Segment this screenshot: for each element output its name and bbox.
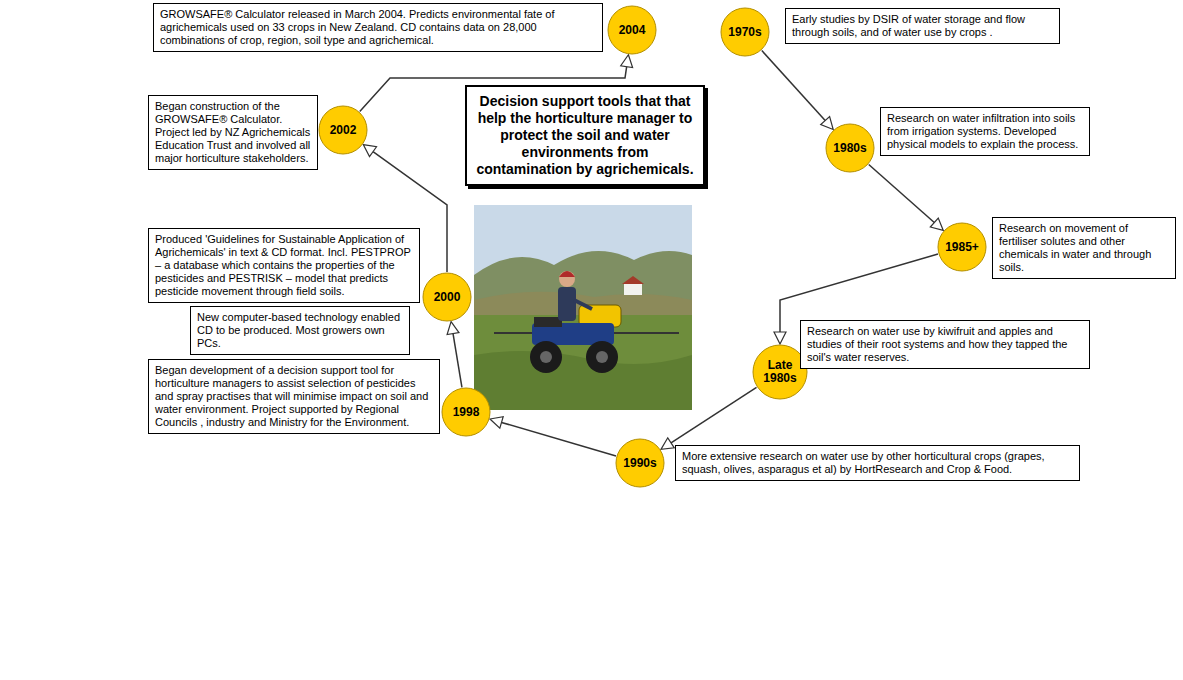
arrow-line xyxy=(502,422,617,456)
milestone-box: Began construction of the GROWSAFE® Calc… xyxy=(148,95,318,170)
circle-shape xyxy=(442,388,490,436)
milestone-box: GROWSAFE® Calculator released in March 2… xyxy=(153,3,603,52)
year-label: 1998 xyxy=(453,406,480,419)
arrow-head xyxy=(621,55,633,68)
wheel xyxy=(530,341,562,373)
description-text: Began development of a decision support … xyxy=(155,364,433,429)
year-circle: 1970s xyxy=(720,7,770,57)
arrow-line xyxy=(762,51,825,121)
year-circle: 1998 xyxy=(441,387,491,437)
description-text: Decision support tools that that help th… xyxy=(475,93,695,178)
milestone-box: Research on movement of fertiliser solut… xyxy=(992,217,1176,279)
year-label: 1970s xyxy=(728,26,761,39)
circle-shape xyxy=(423,273,471,321)
arrow-head xyxy=(930,218,943,230)
year-label: 1985+ xyxy=(945,241,979,254)
circle-shape xyxy=(938,223,986,271)
rider-body xyxy=(558,287,576,321)
description-text: Early studies by DSIR of water storage a… xyxy=(792,13,1053,39)
quad-rack xyxy=(534,317,562,327)
arrow-head xyxy=(447,322,459,335)
circle-shape xyxy=(753,345,807,399)
year-circle: 1990s xyxy=(615,438,665,488)
rider-hat xyxy=(559,271,575,277)
description-text: Research on water use by kiwifruit and a… xyxy=(807,325,1083,364)
grass-shade xyxy=(474,351,692,410)
circle-shape xyxy=(826,124,874,172)
description-text: Began construction of the GROWSAFE® Calc… xyxy=(155,100,311,165)
arrow-line xyxy=(869,165,935,223)
year-label: 1990s xyxy=(623,457,656,470)
circle-shape xyxy=(319,106,367,154)
year-label: 2002 xyxy=(330,124,357,137)
description-text: Research on water infiltration into soil… xyxy=(887,112,1083,151)
description-text: New computer-based technology enabled CD… xyxy=(197,311,403,350)
wheel xyxy=(586,341,618,373)
arrow-head xyxy=(821,117,834,130)
timeline-arrow xyxy=(447,322,462,388)
circle-shape xyxy=(608,6,656,54)
sky xyxy=(474,205,692,410)
year-label: 2004 xyxy=(619,24,646,37)
timeline-arrow xyxy=(762,51,833,130)
arrow-head xyxy=(363,145,376,157)
year-label: 1980s xyxy=(833,142,866,155)
circle-shape xyxy=(616,439,664,487)
hub xyxy=(540,351,552,363)
house xyxy=(624,283,642,295)
year-label: 2000 xyxy=(434,291,461,304)
description-text: GROWSAFE® Calculator released in March 2… xyxy=(160,8,596,47)
rider-head xyxy=(559,271,575,287)
arrow-head xyxy=(490,417,503,429)
year-label: Late 1980s xyxy=(758,359,802,385)
arrow-head xyxy=(774,332,786,344)
milestone-box: Early studies by DSIR of water storage a… xyxy=(785,8,1060,44)
grass xyxy=(474,315,692,410)
milestone-box: Produced 'Guidelines for Sustainable App… xyxy=(148,228,420,303)
milestone-box: New computer-based technology enabled CD… xyxy=(190,306,410,355)
arrow-line xyxy=(453,334,462,388)
year-circle: 1980s xyxy=(825,123,875,173)
year-circle: 2002 xyxy=(318,105,368,155)
timeline-arrow xyxy=(869,165,944,231)
description-text: More extensive research on water use by … xyxy=(682,450,1073,476)
arrow-head xyxy=(661,438,674,450)
sprayer-photo xyxy=(474,205,692,410)
rider-arm xyxy=(574,300,592,309)
roof xyxy=(622,276,644,284)
milestone-box: Research on water infiltration into soil… xyxy=(880,107,1090,156)
description-text: Produced 'Guidelines for Sustainable App… xyxy=(155,233,413,298)
milestone-box: More extensive research on water use by … xyxy=(675,445,1080,481)
central-theme-box: Decision support tools that that help th… xyxy=(465,85,705,186)
year-circle: 2004 xyxy=(607,5,657,55)
milestone-box: Began development of a decision support … xyxy=(148,359,440,434)
year-circle: 1985+ xyxy=(937,222,987,272)
description-text: Research on movement of fertiliser solut… xyxy=(999,222,1169,274)
circle-shape xyxy=(721,8,769,56)
timeline-arrow xyxy=(490,417,616,456)
milestone-box: Research on water use by kiwifruit and a… xyxy=(800,320,1090,369)
hub xyxy=(596,351,608,363)
year-circle: 2000 xyxy=(422,272,472,322)
